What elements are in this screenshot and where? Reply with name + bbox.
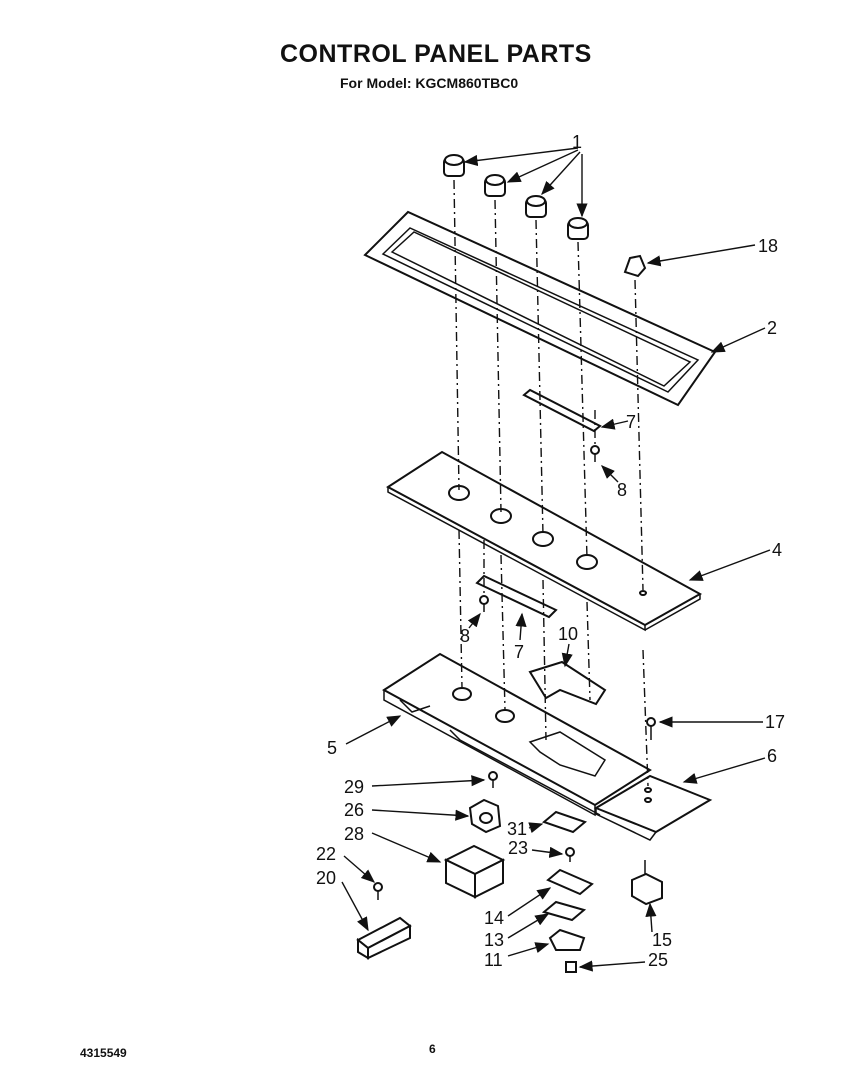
screw-part-17 [646,717,656,740]
terminal-block-part-20 [356,916,412,960]
screw-part-8-upper [590,445,600,462]
callout-13: 13 [484,930,504,950]
screw-part-29 [488,771,498,788]
screw-part-23 [565,847,575,862]
callout-23: 23 [508,838,528,858]
overlay-panel-part-4 [386,450,703,632]
callout-1: 1 [572,132,582,152]
encoder-part-26 [468,798,502,834]
page-title: CONTROL PANEL PARTS [280,40,592,68]
knob-1c [525,195,547,218]
screw-part-22 [373,882,383,900]
connector-part-15 [631,860,663,906]
box-part-28 [443,844,506,899]
callout-28: 28 [344,824,364,844]
knob-1b [484,174,506,197]
callout-25: 25 [648,950,668,970]
bracket-part-10 [528,660,607,706]
callout-5: 5 [327,738,337,758]
switch-part-11 [548,928,586,951]
nut-part-25 [565,961,577,973]
gasket-part-13 [541,900,587,922]
strip-part-7-upper [522,388,602,433]
callout-8-upper: 8 [617,480,627,500]
page-number: 6 [429,1042,436,1056]
callout-7-lower: 7 [514,642,524,662]
callout-18: 18 [758,236,778,256]
callout-29: 29 [344,777,364,797]
callout-26: 26 [344,800,364,820]
callout-4: 4 [772,540,782,560]
side-plate-part-6 [593,774,713,841]
callout-8-lower: 8 [460,626,470,646]
model-line: For Model: KGCM860TBC0 [340,75,519,91]
clip-part-18 [623,254,647,278]
callout-10: 10 [558,624,578,644]
callout-2: 2 [767,318,777,338]
document-number: 4315549 [80,1046,127,1060]
callout-17: 17 [765,712,785,732]
callout-14: 14 [484,908,504,928]
panel-body-part-5 [382,652,652,817]
callout-15: 15 [652,930,672,950]
callout-11: 11 [484,950,503,970]
callout-6: 6 [767,746,777,766]
strip-part-7-lower [475,574,558,619]
callout-31: 31 [507,819,527,839]
screw-part-8-lower [479,595,489,612]
bracket-part-14 [546,868,594,896]
callout-20: 20 [316,868,336,888]
knob-1d [567,217,589,240]
leader-lines [341,147,771,972]
knob-1a [443,154,465,177]
pad-part-31 [541,810,588,834]
alignment-lines [453,179,649,787]
callout-7-upper: 7 [626,412,636,432]
callout-22: 22 [316,844,336,864]
